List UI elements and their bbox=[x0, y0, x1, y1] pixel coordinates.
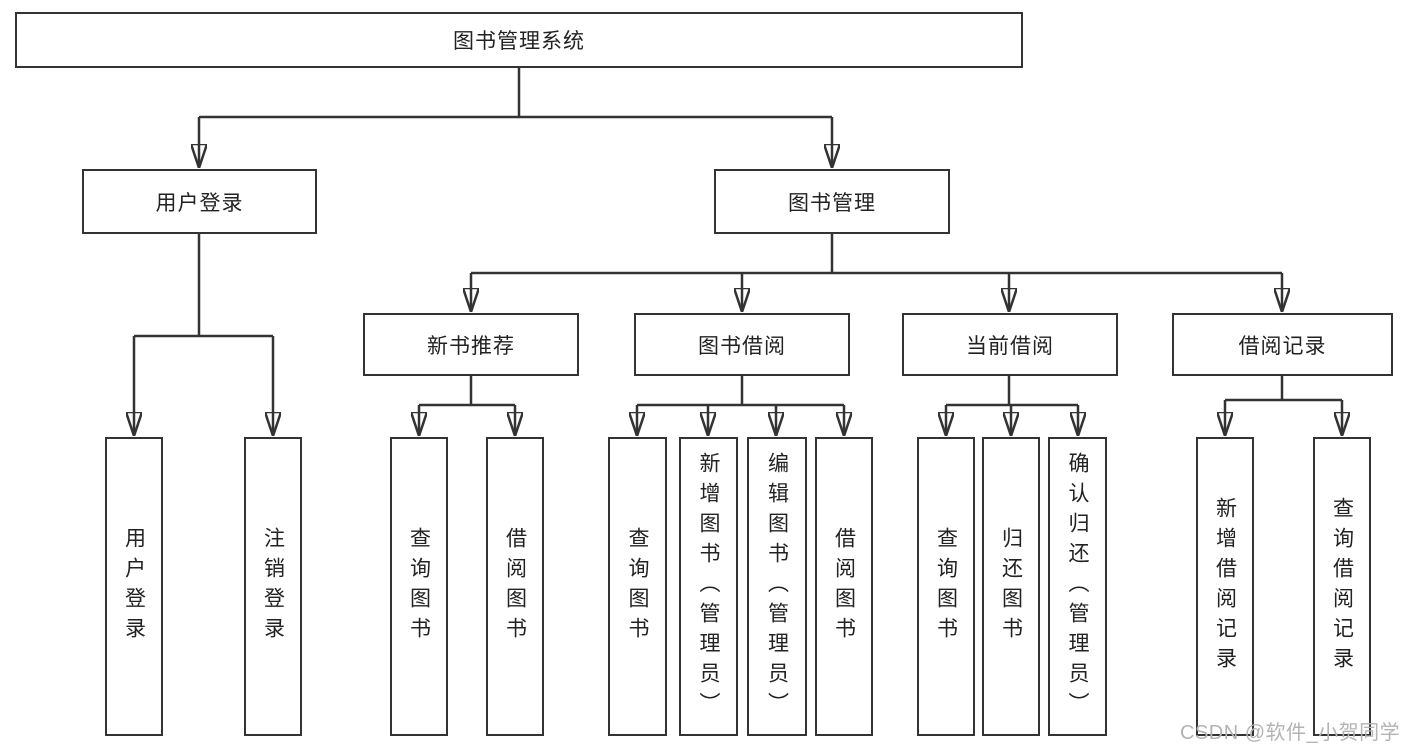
node-book-management: 图书管理 bbox=[714, 169, 950, 234]
leaf-confirm-return-admin: 确认归还（管理员） bbox=[1048, 437, 1107, 736]
leaf-label: 查询图书 bbox=[626, 526, 649, 647]
leaf-borrow-books-1: 借阅图书 bbox=[486, 437, 544, 736]
leaf-label: 新增图书（管理员） bbox=[697, 451, 720, 722]
leaf-query-books-3: 查询图书 bbox=[917, 437, 975, 736]
leaf-user-login: 用户登录 bbox=[105, 437, 163, 736]
leaf-add-borrow-record: 新增借阅记录 bbox=[1196, 437, 1254, 736]
leaf-label: 编辑图书（管理员） bbox=[765, 451, 789, 722]
leaf-label: 注销登录 bbox=[261, 526, 285, 647]
leaf-query-borrow-record: 查询借阅记录 bbox=[1313, 437, 1371, 736]
leaf-query-books-1: 查询图书 bbox=[390, 437, 448, 736]
leaf-label: 用户登录 bbox=[122, 526, 146, 647]
csdn-watermark: CSDN @软件_小贺同学 bbox=[1180, 722, 1401, 744]
leaf-query-books-2: 查询图书 bbox=[608, 437, 667, 736]
leaf-label: 借阅图书 bbox=[503, 526, 527, 647]
leaf-return-books: 归还图书 bbox=[982, 437, 1040, 736]
node-current-borrow: 当前借阅 bbox=[902, 313, 1118, 376]
node-new-book-recommend: 新书推荐 bbox=[363, 313, 579, 376]
node-borrow-records: 借阅记录 bbox=[1172, 313, 1393, 376]
leaf-edit-books-admin: 编辑图书（管理员） bbox=[747, 437, 807, 736]
node-user-login: 用户登录 bbox=[82, 169, 317, 234]
leaf-label: 归还图书 bbox=[999, 526, 1023, 647]
leaf-add-books-admin: 新增图书（管理员） bbox=[679, 437, 738, 736]
leaf-label: 查询借阅记录 bbox=[1330, 496, 1354, 677]
leaf-label: 查询图书 bbox=[407, 526, 431, 647]
node-book-borrow: 图书借阅 bbox=[634, 313, 850, 376]
leaf-label: 借阅图书 bbox=[832, 526, 856, 647]
leaf-label: 查询图书 bbox=[934, 526, 958, 647]
node-root: 图书管理系统 bbox=[15, 12, 1023, 68]
leaf-borrow-books-2: 借阅图书 bbox=[815, 437, 873, 736]
leaf-logout: 注销登录 bbox=[244, 437, 302, 736]
leaf-label: 确认归还（管理员） bbox=[1066, 451, 1089, 722]
leaf-label: 新增借阅记录 bbox=[1213, 496, 1237, 677]
